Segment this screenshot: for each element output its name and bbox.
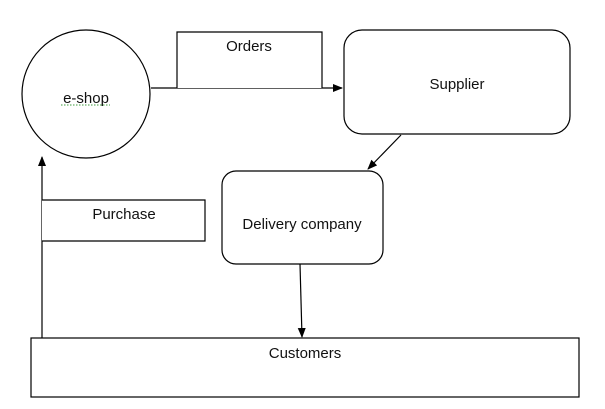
eshop-circle <box>21 29 151 159</box>
node-delivery[interactable]: Delivery company <box>221 170 384 265</box>
node-orders[interactable]: Orders <box>176 31 323 88</box>
edge-supplier-to-delivery[interactable] <box>367 134 402 170</box>
purchase-label: Purchase <box>92 206 155 223</box>
supplier-label: Supplier <box>429 76 484 93</box>
orders-label: Orders <box>226 38 272 55</box>
node-supplier[interactable]: Supplier <box>343 29 571 135</box>
customers-box <box>30 337 580 398</box>
purchase-box <box>42 199 206 242</box>
node-customers[interactable]: Customers <box>30 337 580 398</box>
customers-label: Customers <box>269 345 342 362</box>
supplier-box <box>343 29 571 135</box>
node-eshop[interactable]: e-shop <box>21 29 151 159</box>
delivery-box <box>221 170 384 265</box>
node-purchase[interactable]: Purchase <box>42 199 206 242</box>
delivery-label: Delivery company <box>242 216 362 233</box>
eshop-label: e-shop <box>63 90 109 107</box>
edge-delivery-to-customers[interactable] <box>297 263 306 338</box>
orders-box <box>176 31 323 88</box>
